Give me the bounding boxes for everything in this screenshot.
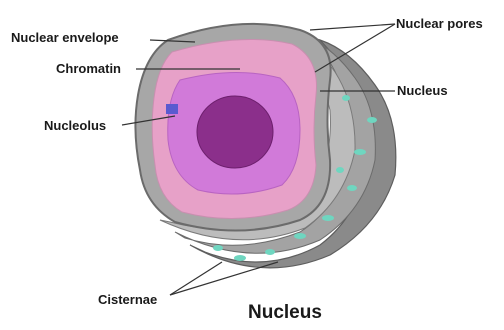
diagram-title: Nucleus	[248, 302, 322, 324]
nucleolus-shape	[197, 96, 273, 168]
label-nucleolus: Nucleolus	[44, 118, 106, 134]
label-nuclear-pores: Nuclear pores	[396, 16, 483, 32]
nucleolus-marker	[166, 104, 178, 114]
label-chromatin: Chromatin	[56, 61, 121, 77]
label-nucleus: Nucleus	[397, 83, 448, 99]
label-nuclear-envelope: Nuclear envelope	[11, 30, 119, 46]
label-cisternae: Cisternae	[98, 292, 157, 308]
